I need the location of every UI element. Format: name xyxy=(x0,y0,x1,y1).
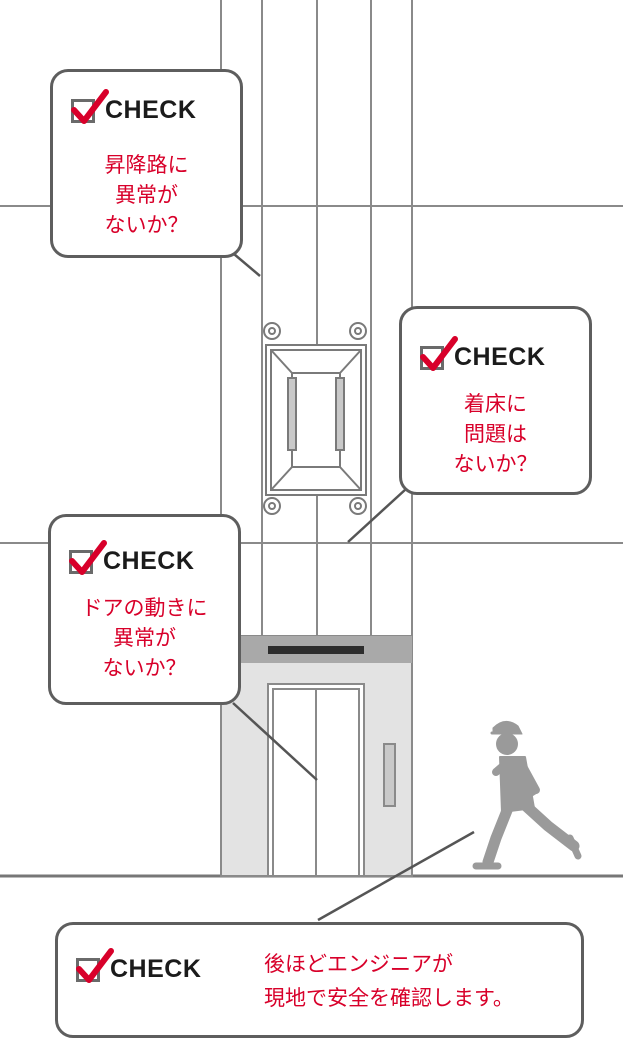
checkbox-icon xyxy=(71,88,109,124)
checkbox-icon xyxy=(69,539,107,575)
question-line: ないか？ xyxy=(104,213,189,237)
question-line: ないか？ xyxy=(102,656,187,680)
question-line: 異常が xyxy=(115,183,178,207)
check-mark: CHECK xyxy=(71,88,197,125)
elevator-car xyxy=(263,322,367,515)
check-mark: CHECK xyxy=(76,947,202,984)
callout-landing: CHECK 着床に 問題は ないか？ xyxy=(399,306,592,495)
callout-hoistway: CHECK 昇降路に 異常が ないか？ xyxy=(50,69,243,258)
callout-question: 昇降路に 異常が ないか？ xyxy=(53,150,240,240)
check-label: CHECK xyxy=(105,96,197,124)
callout-question: ドアの動きに 異常が ないか？ xyxy=(51,593,238,683)
question-line: 着床に xyxy=(464,392,527,416)
callout-door: CHECK ドアの動きに 異常が ないか？ xyxy=(48,514,241,705)
check-label: CHECK xyxy=(103,547,195,575)
check-label: CHECK xyxy=(454,343,546,371)
running-engineer-icon xyxy=(472,721,582,870)
checkbox-icon xyxy=(420,335,458,371)
shaft-lines xyxy=(220,0,413,636)
note-line: 現地で安全を確認します。 xyxy=(264,986,514,1010)
landing-entrance xyxy=(220,635,413,877)
check-label: CHECK xyxy=(110,955,202,983)
question-line: ドアの動きに xyxy=(81,596,208,620)
engineer-note-text: 後ほどエンジニアが 現地で安全を確認します。 xyxy=(264,947,514,1015)
checkbox-icon xyxy=(76,947,114,983)
question-line: 問題は xyxy=(464,422,527,446)
question-line: 昇降路に xyxy=(104,153,189,177)
question-line: ないか？ xyxy=(453,452,538,476)
note-line: 後ほどエンジニアが xyxy=(264,952,453,976)
leader-lines xyxy=(232,253,475,922)
callout-question: 着床に 問題は ないか？ xyxy=(402,389,589,479)
callout-engineer-note: CHECK 後ほどエンジニアが 現地で安全を確認します。 xyxy=(55,922,584,1038)
question-line: 異常が xyxy=(113,626,176,650)
check-mark: CHECK xyxy=(420,335,546,372)
check-mark: CHECK xyxy=(69,539,195,576)
